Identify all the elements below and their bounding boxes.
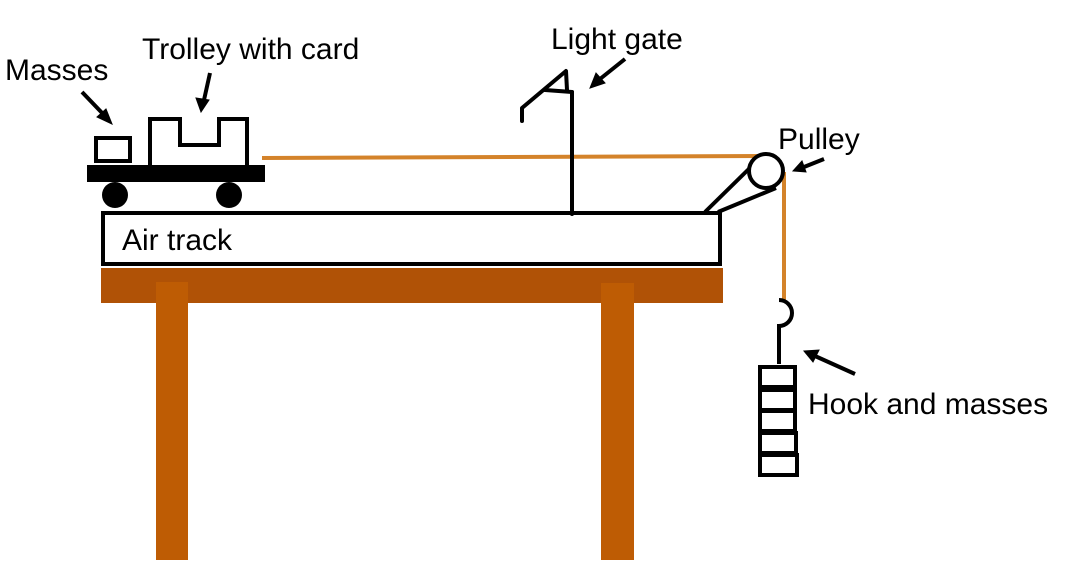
arrow-masses xyxy=(80,90,113,125)
label-masses: Masses xyxy=(5,54,108,87)
table-leg-left xyxy=(156,282,188,560)
air-track xyxy=(101,211,722,266)
hanging-mass-2 xyxy=(758,388,797,412)
hanging-mass-5 xyxy=(758,453,799,477)
hanging-mass-3 xyxy=(758,409,797,433)
label-pulley: Pulley xyxy=(778,123,860,156)
arrow-pulley xyxy=(791,157,825,173)
hook-and-masses xyxy=(758,298,799,477)
label-trolley: Trolley with card xyxy=(142,33,359,66)
masses-block xyxy=(94,136,132,163)
hook xyxy=(777,298,794,364)
label-hook-and-masses: Hook and masses xyxy=(808,388,1048,421)
label-air-track: Air track xyxy=(122,224,233,257)
light-gate xyxy=(520,69,574,216)
trolley-base xyxy=(87,165,265,182)
arrow-hook xyxy=(802,349,856,376)
string xyxy=(261,154,771,160)
pulley xyxy=(703,152,785,214)
table-leg-right xyxy=(601,283,634,560)
trolley xyxy=(87,117,265,208)
wheel-right xyxy=(216,182,242,208)
card xyxy=(148,117,249,165)
arrows xyxy=(80,57,856,376)
arrow-trolley xyxy=(195,72,212,114)
arrow-light-gate xyxy=(589,57,627,89)
hanging-mass-4 xyxy=(758,431,798,455)
hanging-mass-1 xyxy=(758,365,797,389)
table xyxy=(101,268,723,560)
label-light-gate: Light gate xyxy=(551,23,683,56)
wheel-left xyxy=(102,182,128,208)
